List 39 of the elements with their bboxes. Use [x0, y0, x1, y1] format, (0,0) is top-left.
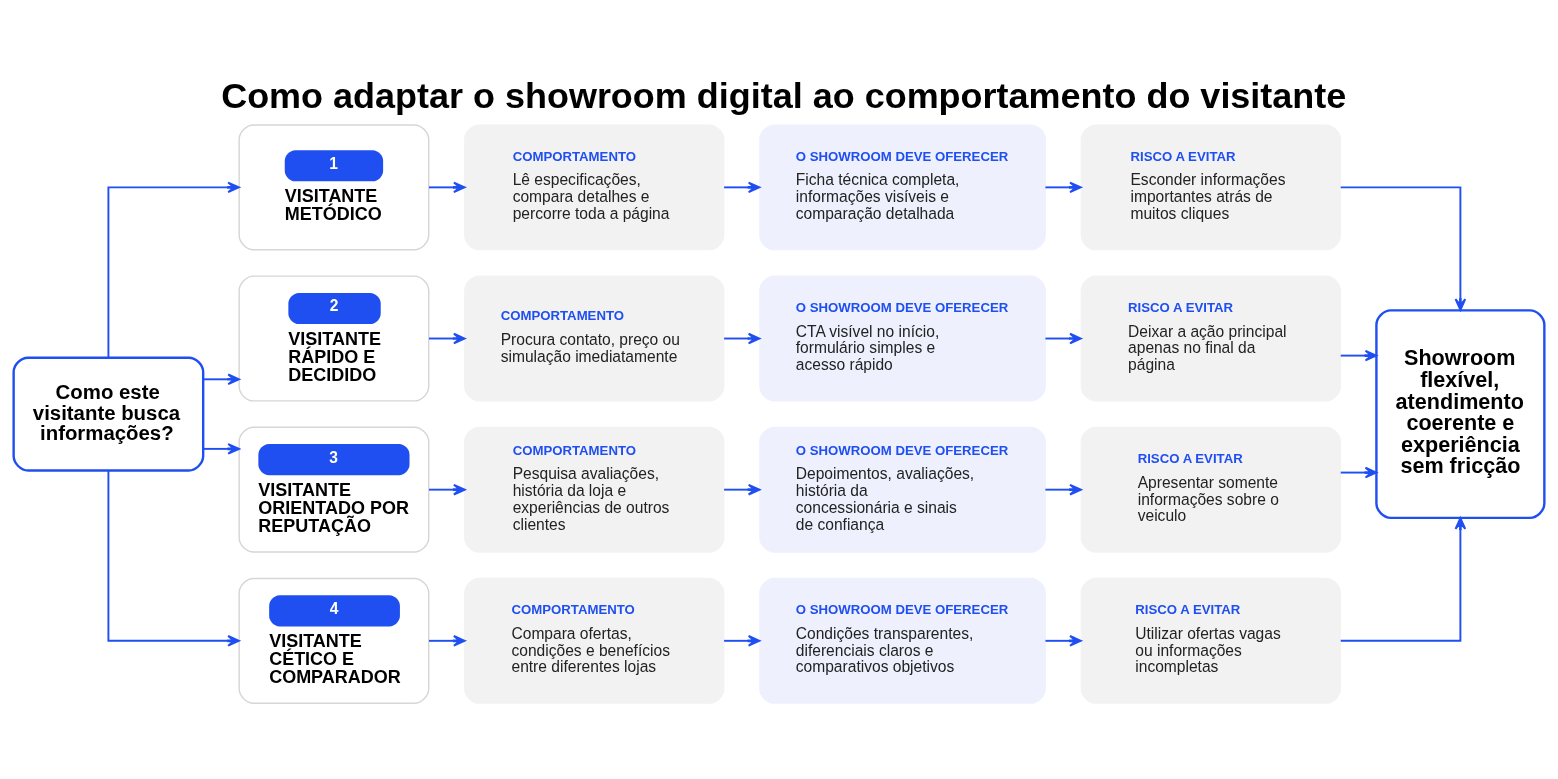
node-box: RISCO A EVITAR Deixar a ação principal apenas no final da página [1080, 275, 1341, 402]
arrow [428, 483, 466, 496]
arrow [723, 181, 761, 194]
arrow [1339, 349, 1378, 362]
node-box: 3 VISITANTE ORIENTADO POR REPUTAÇÃO [238, 426, 430, 553]
arrow [107, 469, 240, 647]
node-box: RISCO A EVITAR Esconder informações importantes atrás de muitos cliques [1080, 124, 1341, 251]
node-box: Como este visitante busca informações? [12, 356, 205, 472]
arrow [723, 635, 761, 647]
arrow [1339, 186, 1467, 311]
arrow [1044, 635, 1082, 647]
arrow [202, 443, 240, 455]
arrow [202, 373, 240, 386]
node-box: 4 VISITANTE CÉTICO E COMPARADOR [238, 577, 430, 704]
arrow [723, 332, 761, 345]
node-box: O SHOWROOM DEVE OFERECER Ficha técnica completa, informações visíveis e comparação detalhada [759, 124, 1046, 251]
node-box: O SHOWROOM DEVE OFERECER CTA visível no início, formulário simples e acesso rápido [759, 275, 1046, 402]
arrow [428, 332, 466, 345]
node-box: COMPORTAMENTO Pesquisa avaliações, história da loja e experiências de outros clientes [464, 426, 725, 553]
arrow [1044, 332, 1082, 345]
arrow [428, 635, 466, 647]
node-box: 1 VISITANTE METÓDICO [238, 124, 430, 251]
arrow [1044, 483, 1082, 496]
node-box: O SHOWROOM DEVE OFERECER Depoimentos, avaliações, história da concessionária e sinais de confiança [759, 426, 1046, 553]
arrow [1044, 181, 1082, 194]
node-box: COMPORTAMENTO Compara ofertas, condições e benefícios entre diferentes lojas [464, 577, 725, 704]
node-box: COMPORTAMENTO Procura contato, preço ou simulação imediatamente [464, 275, 725, 402]
diagram-title: Como adaptar o showroom digital ao comportamento do visitante [221, 75, 1347, 117]
node-box: COMPORTAMENTO Lê especificações, compara detalhes e percorre toda a página [464, 124, 725, 251]
node-box: O SHOWROOM DEVE OFERECER Condições transparentes, diferenciais claros e comparativos objetivos [759, 577, 1046, 704]
arrow [723, 483, 761, 496]
node-box: RISCO A EVITAR Utilizar ofertas vagas ou informações incompletas [1080, 577, 1341, 704]
arrow [1339, 517, 1467, 642]
node-box: RISCO A EVITAR Apresentar somente informações sobre o veiculo [1080, 426, 1341, 553]
arrow [1339, 466, 1378, 479]
arrow [107, 181, 240, 359]
node-box: Showroom flexível, atendimento coerente e experiência sem fricção [1375, 309, 1546, 520]
node-box: 2 VISITANTE RÁPIDO E DECIDIDO [238, 275, 430, 402]
arrow [428, 181, 466, 194]
